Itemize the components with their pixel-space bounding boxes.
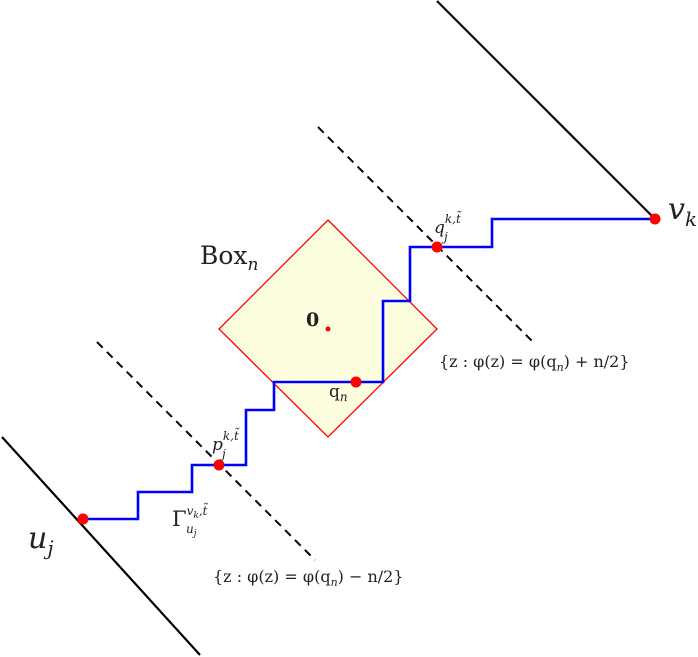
upper-level-set-label: {z : φ(z) = φ(qn) + n/2} (439, 352, 630, 374)
gamma-label: Γvk,t̃uj (172, 502, 208, 539)
box-label: Boxn (200, 241, 258, 275)
uj-point (77, 513, 89, 525)
origin-label: 0 (306, 309, 319, 331)
lower-level-set-label: {z : φ(z) = φ(qn) − n/2} (213, 567, 404, 589)
uj-label: uj (28, 521, 54, 560)
solid-line-lower (1, 436, 201, 656)
qn-label: qn (329, 382, 348, 404)
vk-label: vk (668, 192, 697, 231)
origin-point (325, 326, 331, 332)
q-label: qk,t̃j (434, 210, 462, 244)
qn-point (350, 376, 362, 388)
dashed-line-lower (96, 341, 316, 561)
dashed-line-upper (317, 126, 536, 345)
p-label: pk,t̃j (212, 427, 240, 461)
p-point (213, 459, 225, 471)
vk-point (649, 213, 661, 225)
solid-line-upper (436, 0, 656, 220)
path-gamma (83, 217, 655, 521)
q-point (431, 241, 443, 253)
